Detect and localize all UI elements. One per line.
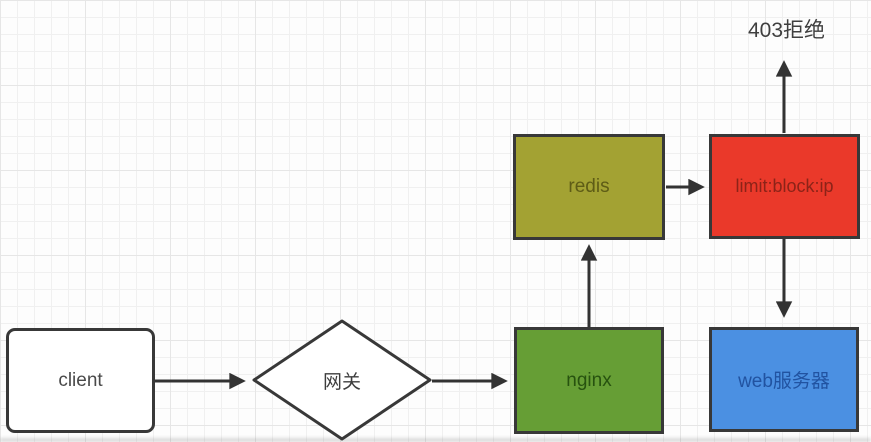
node-gateway-label: 网关 bbox=[322, 371, 361, 393]
gateway-diamond-shape bbox=[252, 319, 432, 441]
node-nginx[interactable]: nginx bbox=[514, 327, 664, 434]
node-web-server-label: web服务器 bbox=[738, 371, 830, 392]
canvas-bottom-edge bbox=[0, 438, 871, 442]
node-nginx-label: nginx bbox=[566, 369, 612, 391]
node-client-label: client bbox=[58, 369, 103, 391]
annotation-403-reject-label: 403拒绝 bbox=[747, 19, 826, 42]
node-client[interactable]: client bbox=[6, 328, 155, 433]
node-limit-block-ip[interactable]: limit:block:ip bbox=[709, 134, 860, 239]
node-gateway[interactable]: 网关 bbox=[251, 318, 433, 442]
node-web-server[interactable]: web服务器 bbox=[709, 327, 859, 432]
node-redis[interactable]: redis bbox=[513, 134, 665, 240]
node-redis-label: redis bbox=[568, 176, 610, 197]
node-limit-block-ip-label: limit:block:ip bbox=[735, 176, 834, 196]
annotation-403-reject[interactable]: 403拒绝 bbox=[714, 14, 859, 44]
